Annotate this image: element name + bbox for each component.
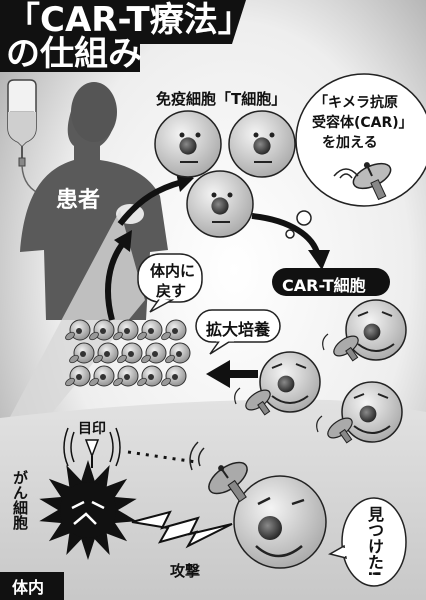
marker-antenna <box>63 427 121 468</box>
expanded-cell <box>141 342 167 364</box>
car-label-line-3: を加える <box>322 135 378 151</box>
title-line-2: の仕組み <box>6 34 142 74</box>
expanded-cell <box>93 342 119 364</box>
expanded-cell <box>69 342 95 364</box>
expanded-cell <box>89 319 115 341</box>
patient-label: 患者 <box>56 188 101 213</box>
expanded-cell <box>89 365 115 387</box>
expanded-cell <box>161 319 187 341</box>
expanded-cell <box>113 319 139 341</box>
t-cell <box>154 110 222 178</box>
expanded-cell <box>137 365 163 387</box>
attack-bolt <box>131 510 233 549</box>
expanded-cell <box>137 319 163 341</box>
expanded-cell <box>113 365 139 387</box>
car-label-line-2: 受容体(CAR)」 <box>312 115 413 131</box>
title-line-1: 「CAR-T療法」 <box>6 0 252 40</box>
t-cell-label: 免疫細胞「T細胞」 <box>156 90 287 108</box>
expanded-cell <box>65 365 91 387</box>
title-band <box>0 0 246 72</box>
car-t-cell <box>322 299 407 362</box>
cancer-label: がん細胞 <box>11 470 29 530</box>
expanded-cell <box>117 342 143 364</box>
inside-body-label: 体内 <box>12 578 45 597</box>
expanded-cell <box>165 342 191 364</box>
expand-label: 拡大培養 <box>206 320 271 339</box>
return-bubble <box>137 253 203 313</box>
expanded-cell-grid <box>65 319 191 387</box>
car-t-cell-group <box>234 299 407 444</box>
return-label-line-2: 戻す <box>156 282 187 300</box>
found-bubble <box>328 497 407 587</box>
expanded-cell <box>65 319 91 341</box>
t-cell-group <box>154 110 296 238</box>
iv-bag <box>7 79 73 199</box>
big-car-t-cell <box>189 441 327 569</box>
car-t-cell <box>316 381 403 444</box>
t-cell <box>186 170 254 238</box>
return-label-line-1: 体内に <box>150 262 196 280</box>
attack-label: 攻撃 <box>170 562 201 580</box>
car-thought-bubble <box>285 73 426 239</box>
found-label: 見つけた! <box>365 506 384 578</box>
cycle-arrows <box>105 172 330 388</box>
car-label-line-1: 「キメラ抗原 <box>314 95 398 111</box>
t-cell <box>228 110 296 178</box>
signal-dots <box>127 450 197 464</box>
cancer-cell <box>39 460 137 560</box>
expand-bubble <box>195 309 281 355</box>
inside-body-tag <box>0 572 64 600</box>
car-t-cell <box>234 351 321 416</box>
expanded-cell <box>161 365 187 387</box>
marker-label: 目印 <box>78 421 106 437</box>
car-t-label: CAR-T細胞 <box>282 276 366 295</box>
car-t-pill <box>272 268 390 296</box>
